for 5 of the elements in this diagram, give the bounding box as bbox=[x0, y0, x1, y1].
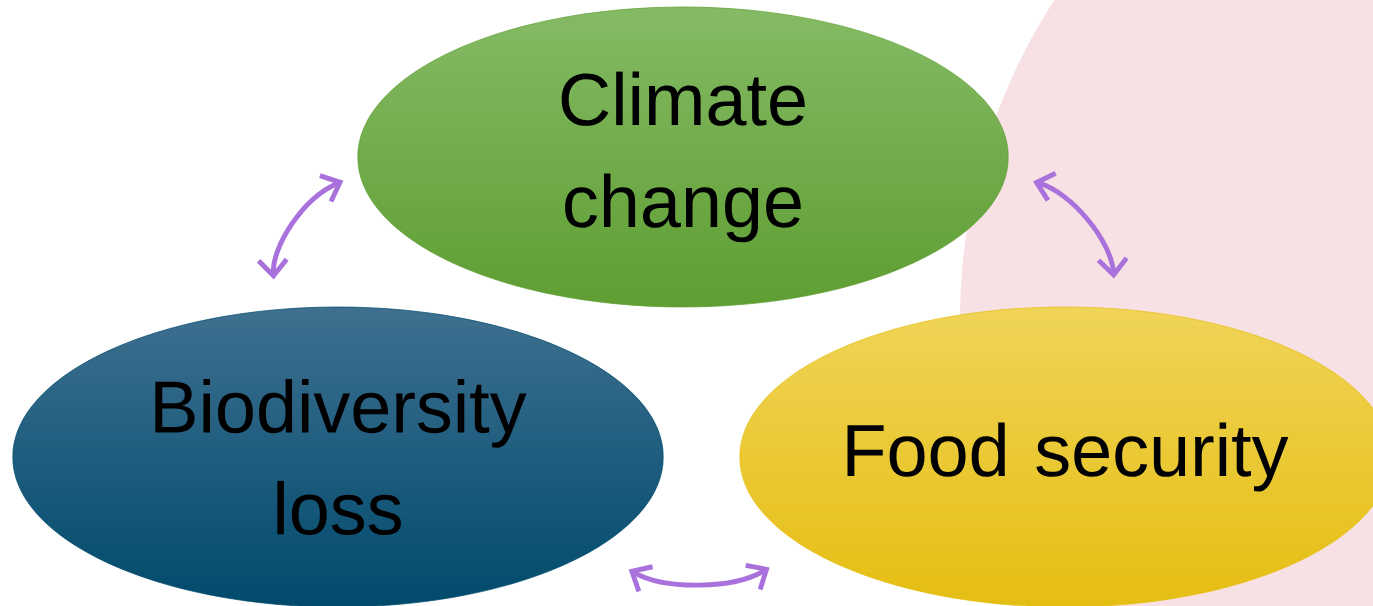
ellipse-node: Climate change bbox=[357, 6, 1009, 308]
double-arrow bbox=[256, 173, 344, 280]
double-arrow bbox=[628, 562, 770, 593]
ellipse-node: Biodiversity loss bbox=[12, 306, 664, 606]
double-arrow bbox=[1033, 171, 1129, 279]
